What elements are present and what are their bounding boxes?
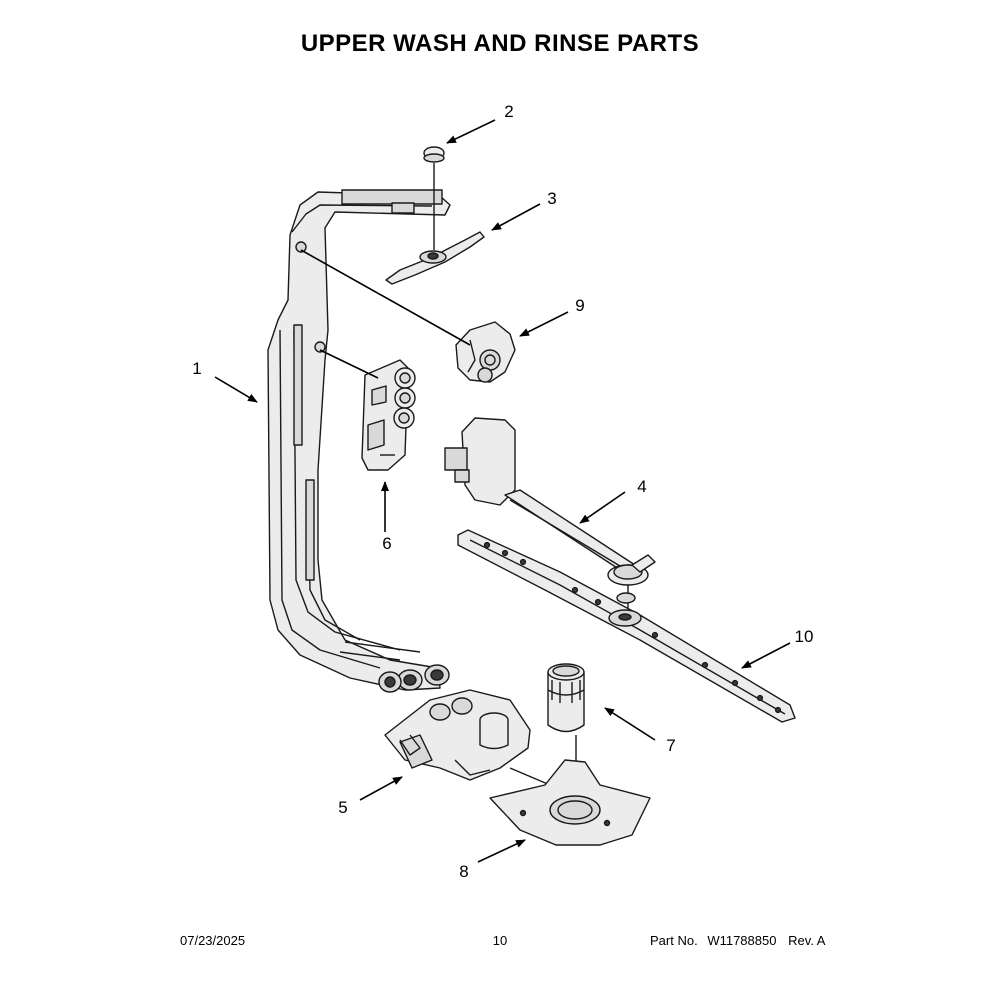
part-4-supply-tube-assembly [444,417,656,610]
callout-2: 2 [504,102,514,121]
callout-3: 3 [547,189,557,208]
callout-9: 9 [575,296,585,315]
part-2-hub-cap [423,146,445,232]
connector-line-9 [300,249,471,346]
callout-1: 1 [192,359,202,378]
callout-6: 6 [382,534,392,553]
footer-page-number: 10 [492,933,508,948]
part-1-spray-manifold [267,189,451,693]
leader-line-8 [477,839,526,863]
leader-lines [214,119,791,863]
callout-8: 8 [459,862,469,881]
footer-part-number: W11788850 [707,933,777,948]
callout-5: 5 [338,798,348,817]
leader-line-9 [519,311,569,337]
callout-10: 10 [794,627,814,646]
callout-4: 4 [637,477,647,496]
leader-line-7 [604,707,656,741]
part-8-filter-plate [489,759,651,846]
page-title: UPPER WASH AND RINSE PARTS [300,30,700,57]
leader-line-5 [359,776,403,801]
leader-line-4 [579,491,626,524]
part-3-upper-spray-arm [385,231,485,285]
callout-7: 7 [666,736,676,755]
part-5-pump-assembly [384,689,551,786]
part-6-valve-assembly [361,359,416,471]
connector-line-6 [319,349,379,379]
footer-part-info: Part No. W11788850 Rev. A [650,933,825,948]
part-9-diverter-housing [455,321,516,383]
footer-date: 07/23/2025 [180,933,246,948]
leader-line-3 [491,203,541,231]
leader-line-1 [214,376,258,403]
part-10-lower-spray-arm [457,529,796,723]
footer-part-label: Part No. [650,933,698,948]
leader-line-10 [741,642,791,669]
leader-line-2 [446,119,496,144]
footer-revision: Rev. A [788,933,826,948]
